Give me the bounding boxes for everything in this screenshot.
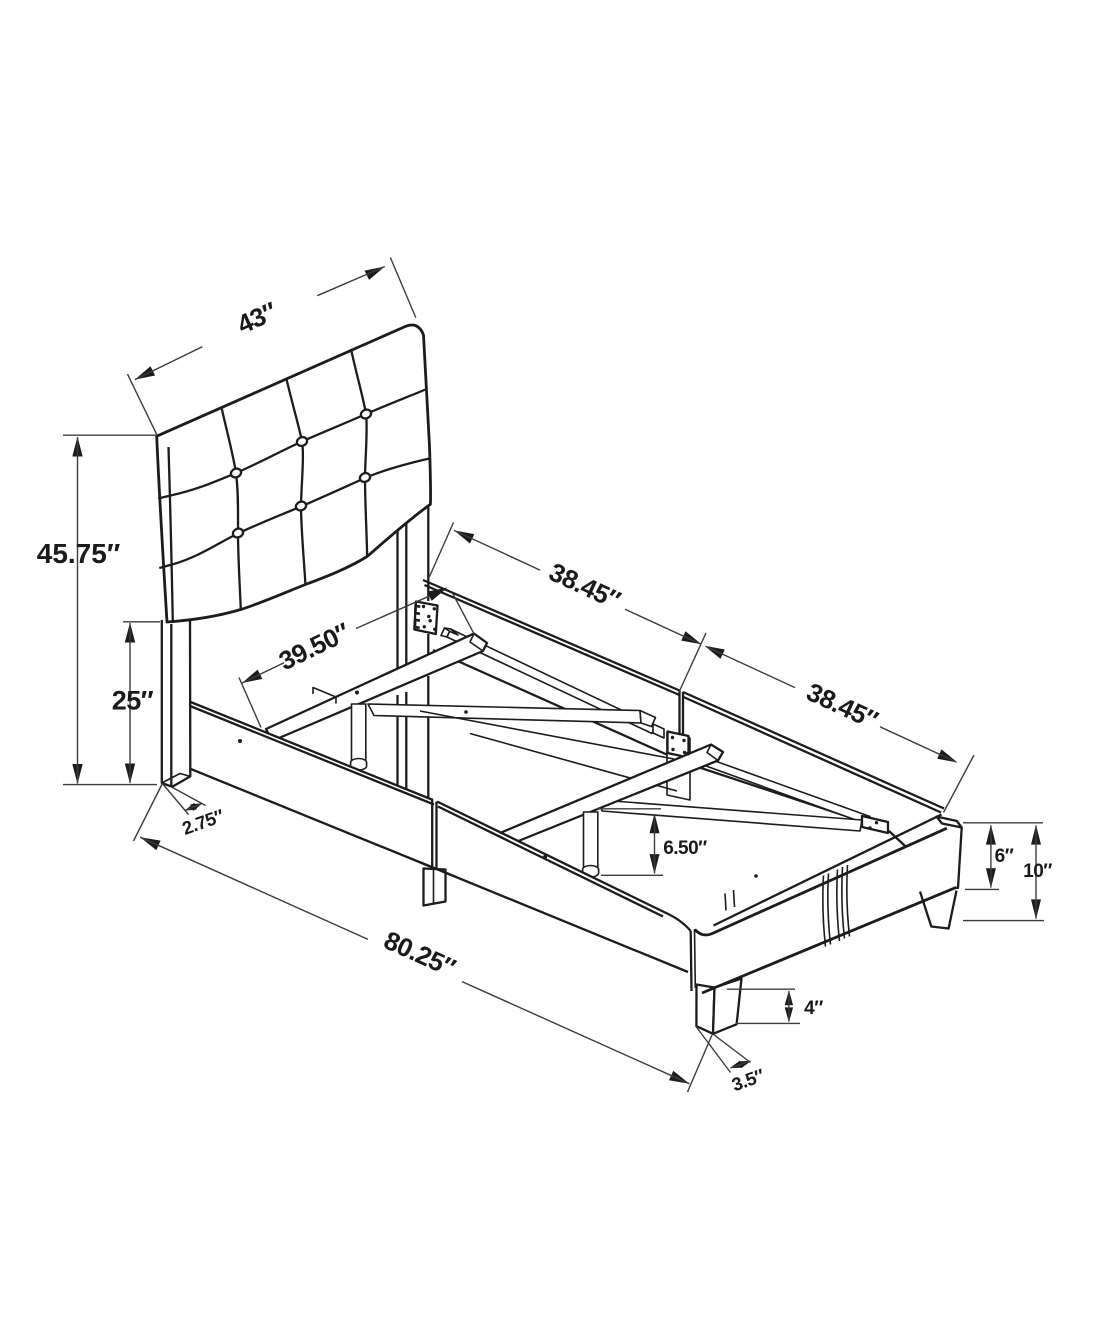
svg-text:10″: 10″ xyxy=(1023,861,1052,882)
svg-text:4″: 4″ xyxy=(804,998,823,1019)
svg-text:6.50″: 6.50″ xyxy=(663,838,707,859)
svg-text:45.75″: 45.75″ xyxy=(37,538,120,569)
svg-text:6″: 6″ xyxy=(995,846,1014,867)
svg-text:25″: 25″ xyxy=(112,686,154,716)
